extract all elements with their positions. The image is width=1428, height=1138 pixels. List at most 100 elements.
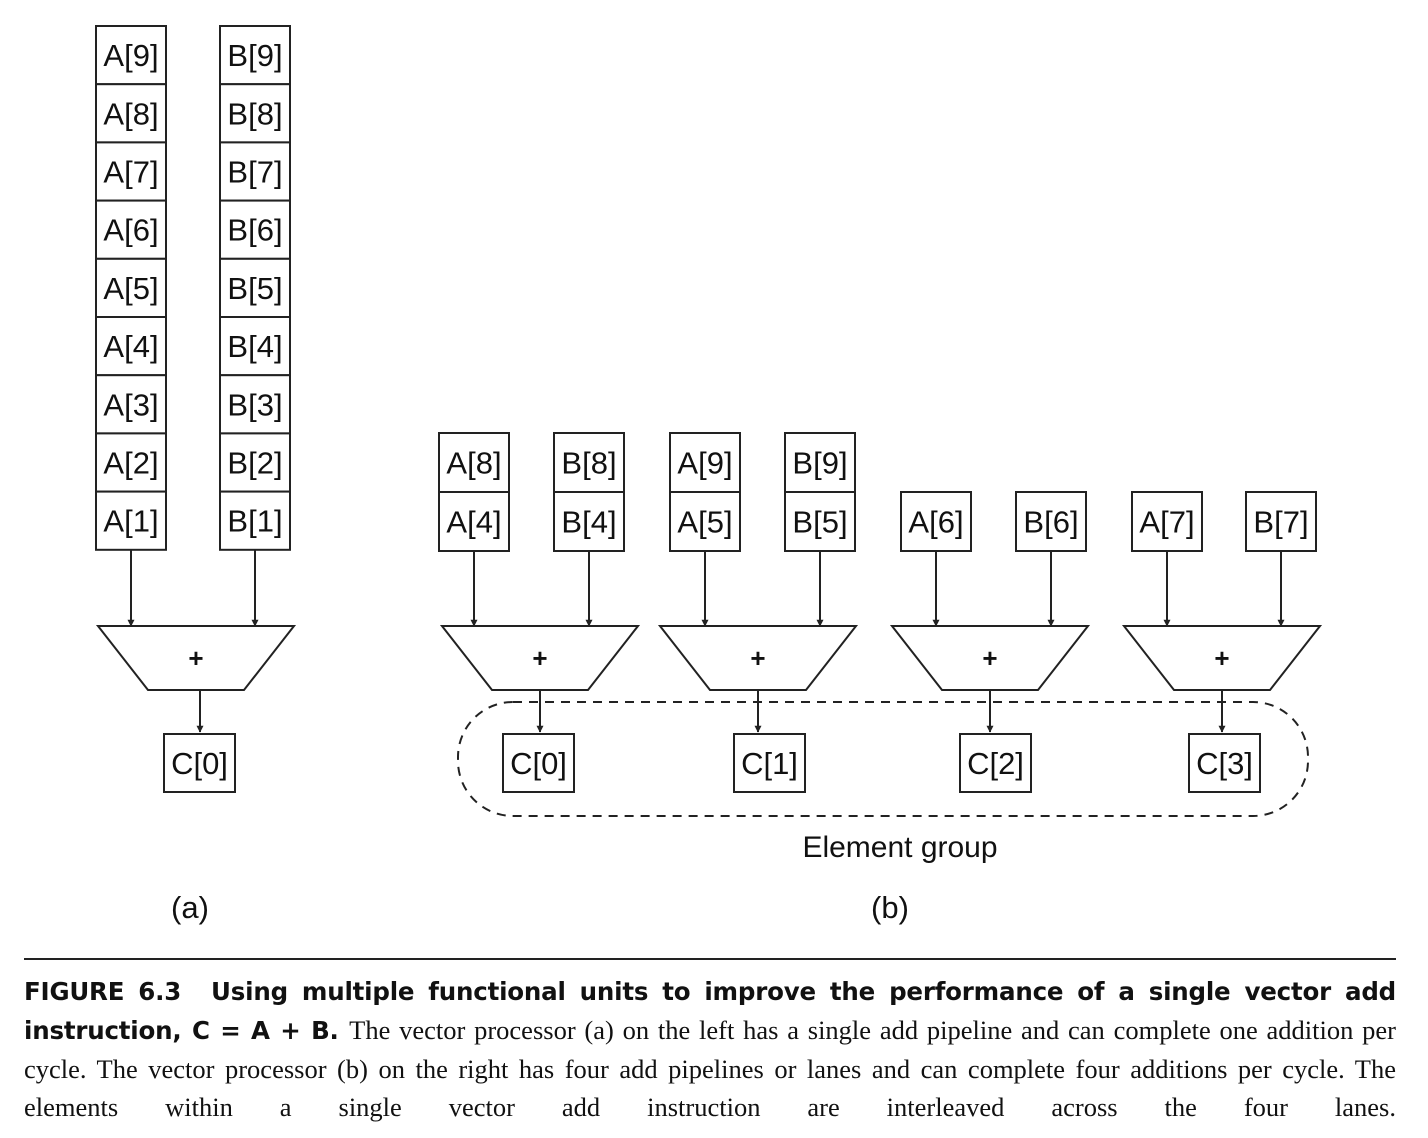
a-vector-cell-label: A[9] <box>103 38 158 73</box>
c-output-cell-box <box>502 733 575 793</box>
a-vector-cell: A[5] <box>95 257 167 318</box>
panel-b-label: (b) <box>871 890 909 925</box>
a-vector-cell: A[9] <box>669 432 741 493</box>
b-vector-cell-label: B[7] <box>1253 505 1308 540</box>
a-vector-cell: A[8] <box>95 83 167 144</box>
b-vector-cell: B[5] <box>219 257 291 318</box>
element-group-outline <box>457 701 1309 817</box>
c-output-cell-label: C[0] <box>510 746 567 781</box>
b-vector-cell-label: B[4] <box>227 329 282 364</box>
b-vector-cell-box <box>219 432 291 493</box>
b-vector-cell-label: B[7] <box>227 155 282 190</box>
panel-a-single-pipeline: A[9] A[8] A[7] A[6] A[5] A[4] A[3] A[2] A[1] B[9]… <box>95 25 297 925</box>
c-output-cell-box <box>733 733 806 793</box>
c-output-cell: C[0] <box>163 733 236 793</box>
b-vector-cell-box <box>553 491 625 552</box>
a-vector-cell-label: A[4] <box>103 329 158 364</box>
a-vector-cell: A[7] <box>95 141 167 202</box>
b-vector-cell-box <box>219 83 291 144</box>
adder-unit-symbol: + <box>532 643 547 673</box>
b-vector-cell: B[2] <box>219 432 291 493</box>
a-vector-cell-label: A[5] <box>677 505 732 540</box>
b-vector-cell: B[9] <box>784 432 856 493</box>
a-vector-cell: A[2] <box>95 432 167 493</box>
a-vector-cell-label: A[6] <box>908 505 963 540</box>
b-vector-cell-label: B[6] <box>227 213 282 248</box>
a-vector-cell-label: A[3] <box>103 387 158 422</box>
adder-unit-body <box>439 625 641 691</box>
lane-4: A[7] B[7] + C[3] <box>1121 491 1323 793</box>
lane-3: A[6] B[6] + C[2] <box>889 491 1091 793</box>
a-vector-cell-box <box>1131 491 1203 552</box>
c-output-cell-box <box>959 733 1032 793</box>
vector-add-diagram: A[9] A[8] A[7] A[6] A[5] A[4] A[3] A[2] A[1] B[9]… <box>95 25 1323 925</box>
b-vector-cell: B[9] <box>219 25 291 86</box>
b-vector-cell: B[8] <box>553 432 625 493</box>
a-vector-cell-label: A[1] <box>103 504 158 539</box>
adder-unit: + <box>439 625 641 691</box>
a-vector-cell: A[7] <box>1131 491 1203 552</box>
adder-unit-symbol: + <box>750 643 765 673</box>
a-vector-cell-label: A[8] <box>446 446 501 481</box>
adder-unit-body <box>657 625 859 691</box>
c-output-cell-box <box>1188 733 1261 793</box>
element-group-label: Element group <box>802 831 997 864</box>
b-vector-cell-label: B[3] <box>227 387 282 422</box>
lane-2: A[9] A[5] B[9] B[5] + C[1] <box>657 432 859 793</box>
adder-unit-symbol: + <box>982 643 997 673</box>
adder-unit-symbol: + <box>1214 643 1229 673</box>
a-vector-cell-label: A[8] <box>103 96 158 131</box>
figure-number: FIGURE 6.3 <box>24 977 182 1006</box>
c-output-cell: C[2] <box>959 733 1032 793</box>
a-vector-cell-box <box>669 491 741 552</box>
b-vector-cell-box <box>219 374 291 435</box>
b-vector-cell: B[4] <box>553 491 625 552</box>
b-vector-cell-label: B[6] <box>1023 505 1078 540</box>
a-vector-cell-label: A[7] <box>103 155 158 190</box>
b-vector-cell-box <box>219 257 291 318</box>
a-vector-cell-label: A[9] <box>677 446 732 481</box>
b-vector-cell: B[6] <box>219 199 291 260</box>
b-vector-cell: B[4] <box>219 316 291 377</box>
b-vector-cell-label: B[5] <box>792 505 847 540</box>
b-vector-cell-box <box>553 432 625 493</box>
panel-b-four-lanes: A[8] A[4] B[8] B[4] + C[0] A[9] A[5] B[9] B[5] + C[… <box>438 432 1323 925</box>
c-output-cell-label: C[1] <box>741 746 798 781</box>
a-vector-cell: A[4] <box>438 491 510 552</box>
a-vector-cell-box <box>95 199 167 260</box>
c-output-cell: C[3] <box>1188 733 1261 793</box>
panel-a-label: (a) <box>171 890 209 925</box>
a-vector-cell-label: A[6] <box>103 213 158 248</box>
b-vector-cell-box <box>219 490 291 551</box>
b-vector-cell-box <box>1245 491 1317 552</box>
adder-unit-body <box>889 625 1091 691</box>
a-vector-cell: A[6] <box>95 199 167 260</box>
adder-unit: + <box>657 625 859 691</box>
b-vector-cell-label: B[1] <box>227 504 282 539</box>
c-output-cell: C[1] <box>733 733 806 793</box>
b-vector-cell-label: B[5] <box>227 271 282 306</box>
a-vector-cell-label: A[5] <box>103 271 158 306</box>
c-output-cell-label: C[3] <box>1196 746 1253 781</box>
a-vector-cell: A[5] <box>669 491 741 552</box>
b-vector-cell: B[7] <box>219 141 291 202</box>
c-output-cell-box <box>163 733 236 793</box>
b-vector-cell: B[1] <box>219 490 291 551</box>
a-vector-cell-box <box>95 83 167 144</box>
a-vector-cell: A[4] <box>95 316 167 377</box>
b-vector-cell: B[5] <box>784 491 856 552</box>
b-vector-cell-label: B[9] <box>792 446 847 481</box>
a-vector-cell: A[6] <box>900 491 972 552</box>
adder-unit: + <box>1121 625 1323 691</box>
figure-title: Using multiple functional units to impro… <box>24 977 1396 1045</box>
c-output-cell-label: C[0] <box>171 746 228 781</box>
b-vector-cell-box <box>784 432 856 493</box>
a-vector-cell: A[9] <box>95 25 167 86</box>
a-vector-cell-box <box>900 491 972 552</box>
b-vector-cell: B[6] <box>1015 491 1087 552</box>
b-vector-cell-label: B[8] <box>561 446 616 481</box>
b-vector-cell-label: B[2] <box>227 446 282 481</box>
b-vector-cell-box <box>1015 491 1087 552</box>
a-vector-cell-box <box>438 491 510 552</box>
